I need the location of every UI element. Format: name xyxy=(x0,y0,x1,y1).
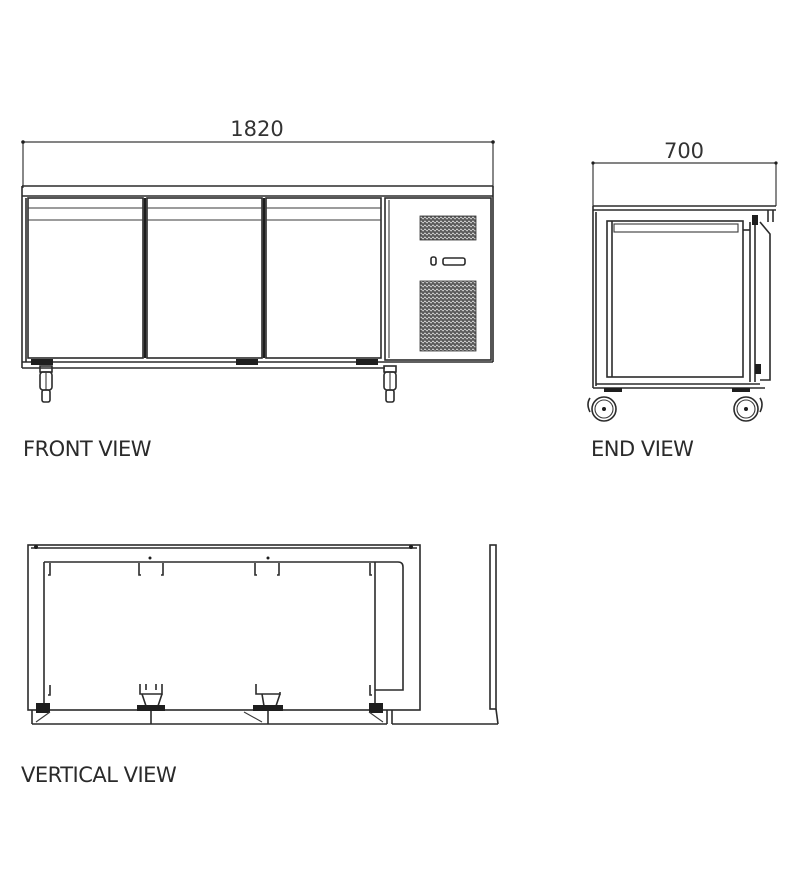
end-castor-left xyxy=(587,388,622,422)
castor-right xyxy=(383,365,397,403)
door-right xyxy=(265,197,382,359)
width-dimension: 1820 xyxy=(21,117,495,188)
base-hardware xyxy=(31,359,378,365)
width-dimension-value: 1820 xyxy=(230,117,283,141)
compressor-panel xyxy=(384,197,492,361)
castor-left xyxy=(39,365,53,403)
power-switch-icon xyxy=(430,256,437,266)
end-view-label: END VIEW xyxy=(591,437,694,461)
front-view-label: FRONT VIEW xyxy=(23,437,152,461)
vertical-view-label: VERTICAL VIEW xyxy=(21,763,177,787)
display-icon xyxy=(442,257,466,266)
side-panel xyxy=(489,544,497,710)
inner-cabinet xyxy=(44,561,404,691)
shelf-clips-bottom xyxy=(36,684,383,713)
front-view: 1820 xyxy=(21,117,495,403)
lower-vent-grille xyxy=(419,280,477,352)
depth-dimension: 700 xyxy=(591,139,778,206)
end-view: 700 xyxy=(587,139,778,422)
end-castor-right xyxy=(732,388,763,422)
outer-frame xyxy=(27,544,421,711)
vertical-view xyxy=(27,544,499,725)
door-middle xyxy=(146,197,263,359)
end-view-cabinet xyxy=(606,220,750,378)
depth-dimension-value: 700 xyxy=(664,139,704,163)
door-left xyxy=(27,197,144,359)
door-profile xyxy=(749,210,774,382)
shelf-clips-top xyxy=(48,556,372,576)
worktop xyxy=(21,185,494,197)
upper-vent-grille xyxy=(419,215,477,241)
